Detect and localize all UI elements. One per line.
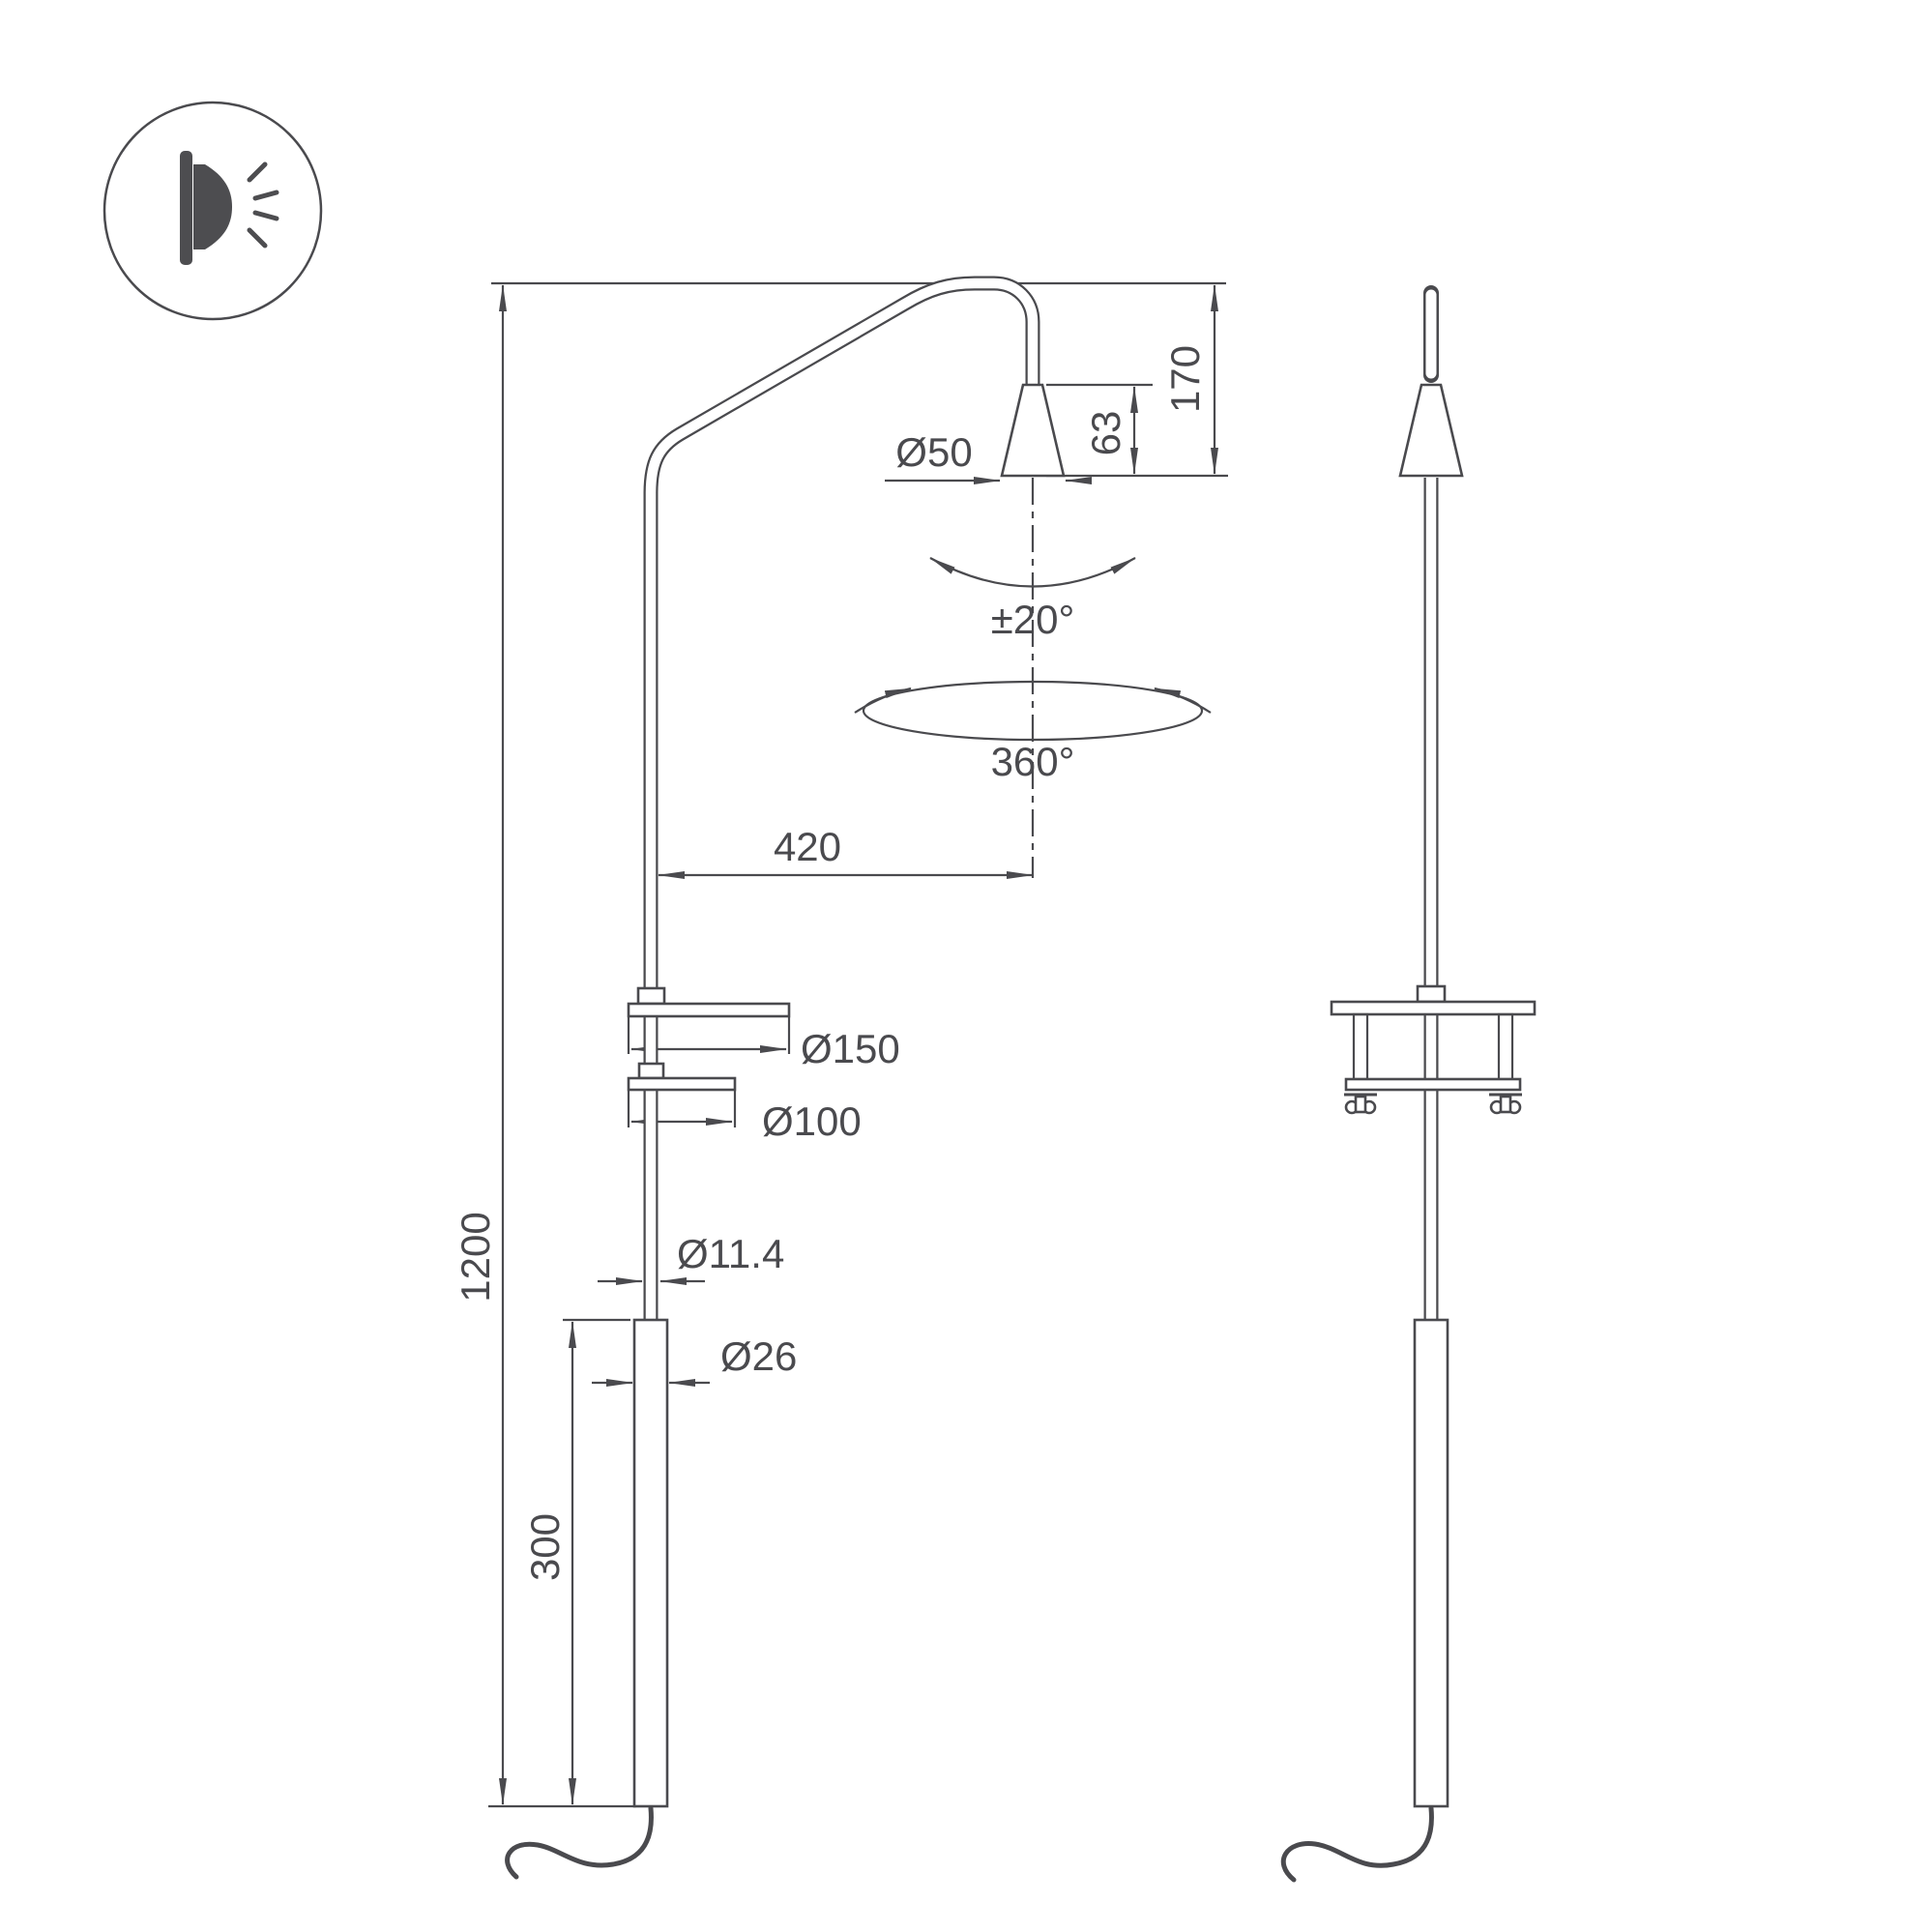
rotation-arrow-left	[854, 687, 912, 714]
base-tube-side	[1413, 1318, 1449, 1808]
side-view	[1280, 285, 1537, 1883]
power-cable-side	[1280, 1805, 1434, 1883]
dim-tube-diameter-label: Ø26	[720, 1333, 797, 1379]
dim-mount-plate-label: Ø150	[801, 1026, 900, 1071]
logo-circle	[102, 101, 323, 321]
mount-collar-side	[1416, 984, 1447, 1004]
front-view	[505, 276, 1066, 1880]
rotation-arrow-right	[1154, 687, 1212, 714]
dim-clamp-plate-label: Ø100	[762, 1098, 862, 1144]
dimension-annotations	[488, 281, 1228, 1808]
lamp-head-cone	[1000, 383, 1066, 478]
mount-collar-lower	[637, 1062, 665, 1080]
lamp-head-cone-side	[1398, 383, 1464, 478]
dim-rotation-label: 360°	[991, 739, 1075, 784]
dim-pole-diameter-label: Ø11.4	[677, 1231, 784, 1276]
dimension-labels: 1200 420 170 63 Ø50 ±20° 360° Ø150 Ø100 …	[453, 345, 1208, 1581]
logo	[102, 101, 323, 321]
pole-arm-outer	[643, 276, 1040, 1323]
base-tube	[632, 1318, 669, 1808]
dim-tilt-range-label: ±20°	[991, 597, 1075, 642]
dim-arm-reach-label: 420	[774, 824, 841, 869]
pole-arm-inner	[645, 278, 1039, 1323]
dim-head-offset-label: 170	[1162, 345, 1208, 413]
threaded-rod-right	[1497, 1012, 1514, 1081]
dim-head-diameter-label: Ø50	[895, 429, 972, 475]
rotation-ellipse	[862, 680, 1204, 742]
wing-nut-right	[1489, 1095, 1522, 1115]
power-cable	[505, 1805, 654, 1880]
threaded-rod-left	[1352, 1012, 1369, 1081]
mount-plate-side	[1330, 1000, 1537, 1016]
dim-tube-length-label: 300	[522, 1513, 568, 1581]
tilt-arc	[929, 557, 1136, 588]
clamp-bar	[1344, 1077, 1522, 1092]
wing-nut-left	[1344, 1095, 1377, 1115]
dim-head-height-label: 63	[1083, 411, 1128, 456]
dim-overall-height-label: 1200	[453, 1212, 498, 1302]
mount-collar-upper	[636, 986, 666, 1006]
wall-light-icon	[180, 151, 279, 265]
mount-plate-small	[627, 1076, 737, 1092]
mount-plate-large	[627, 1002, 791, 1018]
